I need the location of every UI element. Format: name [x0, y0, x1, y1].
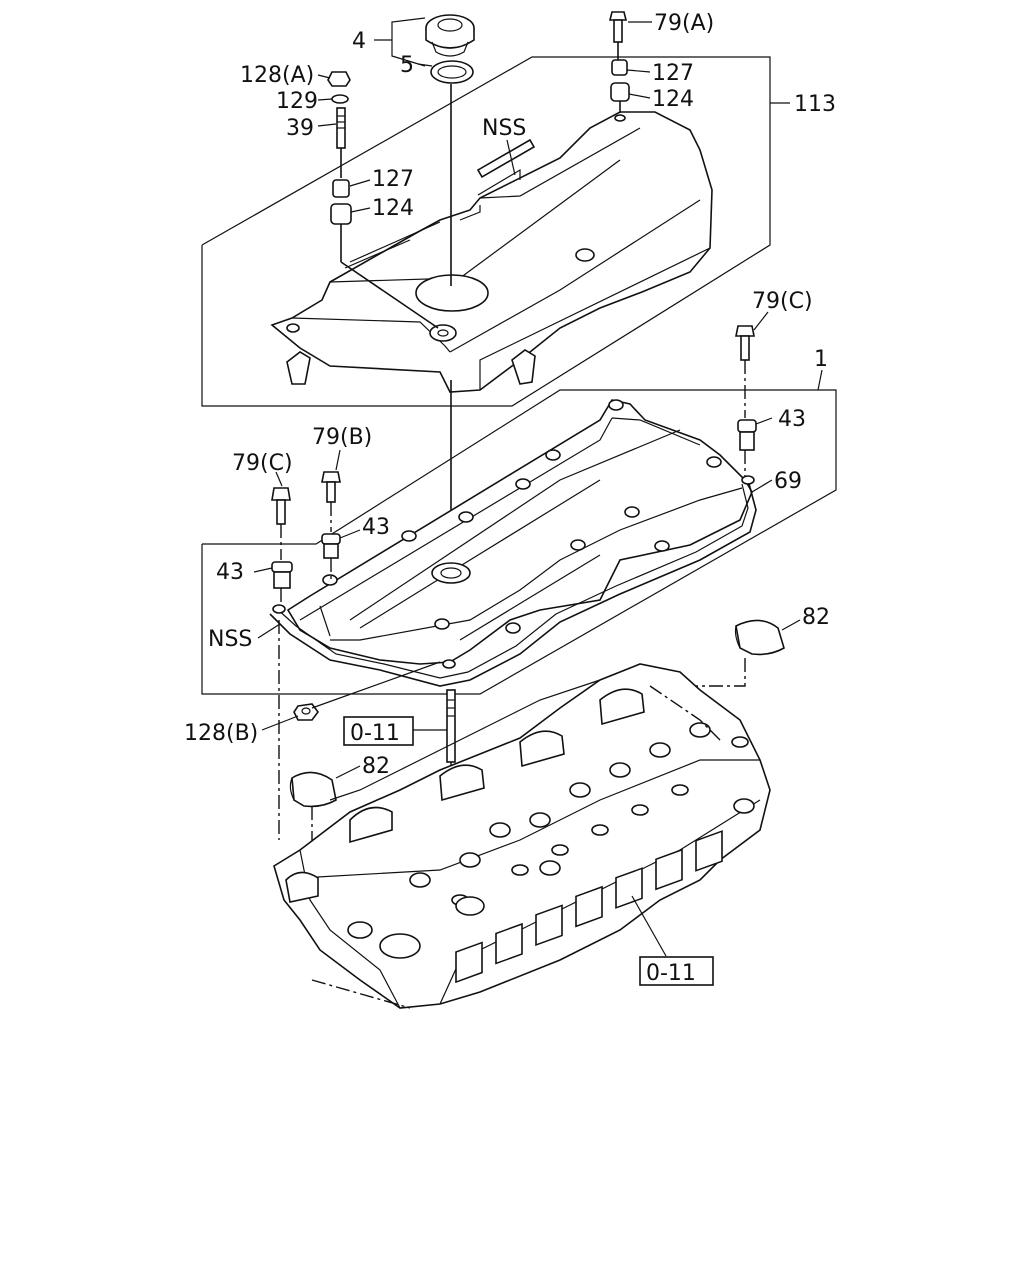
- callout-labels: 4 5 128(A) 129 39 127 124 79(A) 127 124 …: [184, 11, 836, 986]
- stud-part: [446, 689, 456, 763]
- rocker-cover: [286, 399, 753, 665]
- nut-128b-part: [293, 703, 319, 721]
- label-washer-129: 129: [276, 89, 318, 114]
- label-cap-4: 4: [352, 29, 366, 54]
- bolt-79b-part: [321, 471, 341, 503]
- label-cover-113: 113: [794, 92, 836, 117]
- nut-128a-part: [327, 71, 351, 87]
- label-plug-82-left: 82: [362, 754, 390, 779]
- plug-82-left-part: [289, 771, 337, 808]
- grommet-124-left-part: [330, 203, 352, 225]
- washer-129-part: [331, 94, 349, 104]
- plug-82-right-part: [734, 619, 785, 656]
- grommet-127-right-part: [611, 59, 628, 76]
- bolt-79c-left-part: [271, 487, 291, 525]
- bolt-79a-part: [608, 11, 628, 43]
- cylinder-head: [273, 663, 771, 1009]
- label-nut-128b: 128(B): [184, 721, 258, 746]
- ref-box-lower-frame: [639, 956, 714, 986]
- bolt-79c-right-part: [735, 325, 755, 361]
- ref-box-upper-frame: [343, 716, 414, 746]
- label-gasket-5: 5: [400, 53, 414, 78]
- stud-39-part: [336, 107, 346, 149]
- label-grommet-127-right: 127: [652, 61, 694, 86]
- spacer-43-right-part: [737, 419, 757, 451]
- grommet-127-left-part: [332, 179, 350, 198]
- label-ref-0-11-lower: 0-11: [646, 961, 696, 986]
- oil-filler-cap: [425, 14, 475, 57]
- label-spacer-43-middle: 43: [362, 515, 390, 540]
- label-grommet-127-left: 127: [372, 167, 414, 192]
- head-cover-frame: [201, 369, 837, 695]
- label-nss-top: NSS: [482, 116, 526, 141]
- label-stud-39: 39: [286, 116, 314, 141]
- label-bolt-79c-right: 79(C): [752, 289, 813, 314]
- label-gasket-69: 69: [774, 469, 802, 494]
- cover-assembly-frame: [201, 56, 790, 407]
- label-head-cover-1: 1: [814, 347, 828, 372]
- spacer-43-middle-part: [321, 533, 341, 559]
- top-cover: [270, 111, 713, 393]
- label-spacer-43-right: 43: [778, 407, 806, 432]
- label-grommet-124-right: 124: [652, 87, 694, 112]
- label-ref-0-11-upper: 0-11: [350, 721, 400, 746]
- label-bolt-79c-left: 79(C): [232, 451, 293, 476]
- label-bolt-79a: 79(A): [654, 11, 714, 36]
- label-grommet-124-left: 124: [372, 196, 414, 221]
- label-nss-bottom: NSS: [208, 627, 252, 652]
- cover-gasket: [269, 475, 757, 687]
- label-bolt-79b: 79(B): [312, 425, 372, 450]
- grommet-124-right-part: [610, 82, 630, 102]
- label-spacer-43-left: 43: [216, 560, 244, 585]
- label-nut-128a: 128(A): [240, 63, 314, 88]
- spacer-43-left-part: [271, 561, 293, 589]
- label-plug-82-right: 82: [802, 605, 830, 630]
- cap-gasket: [430, 60, 474, 84]
